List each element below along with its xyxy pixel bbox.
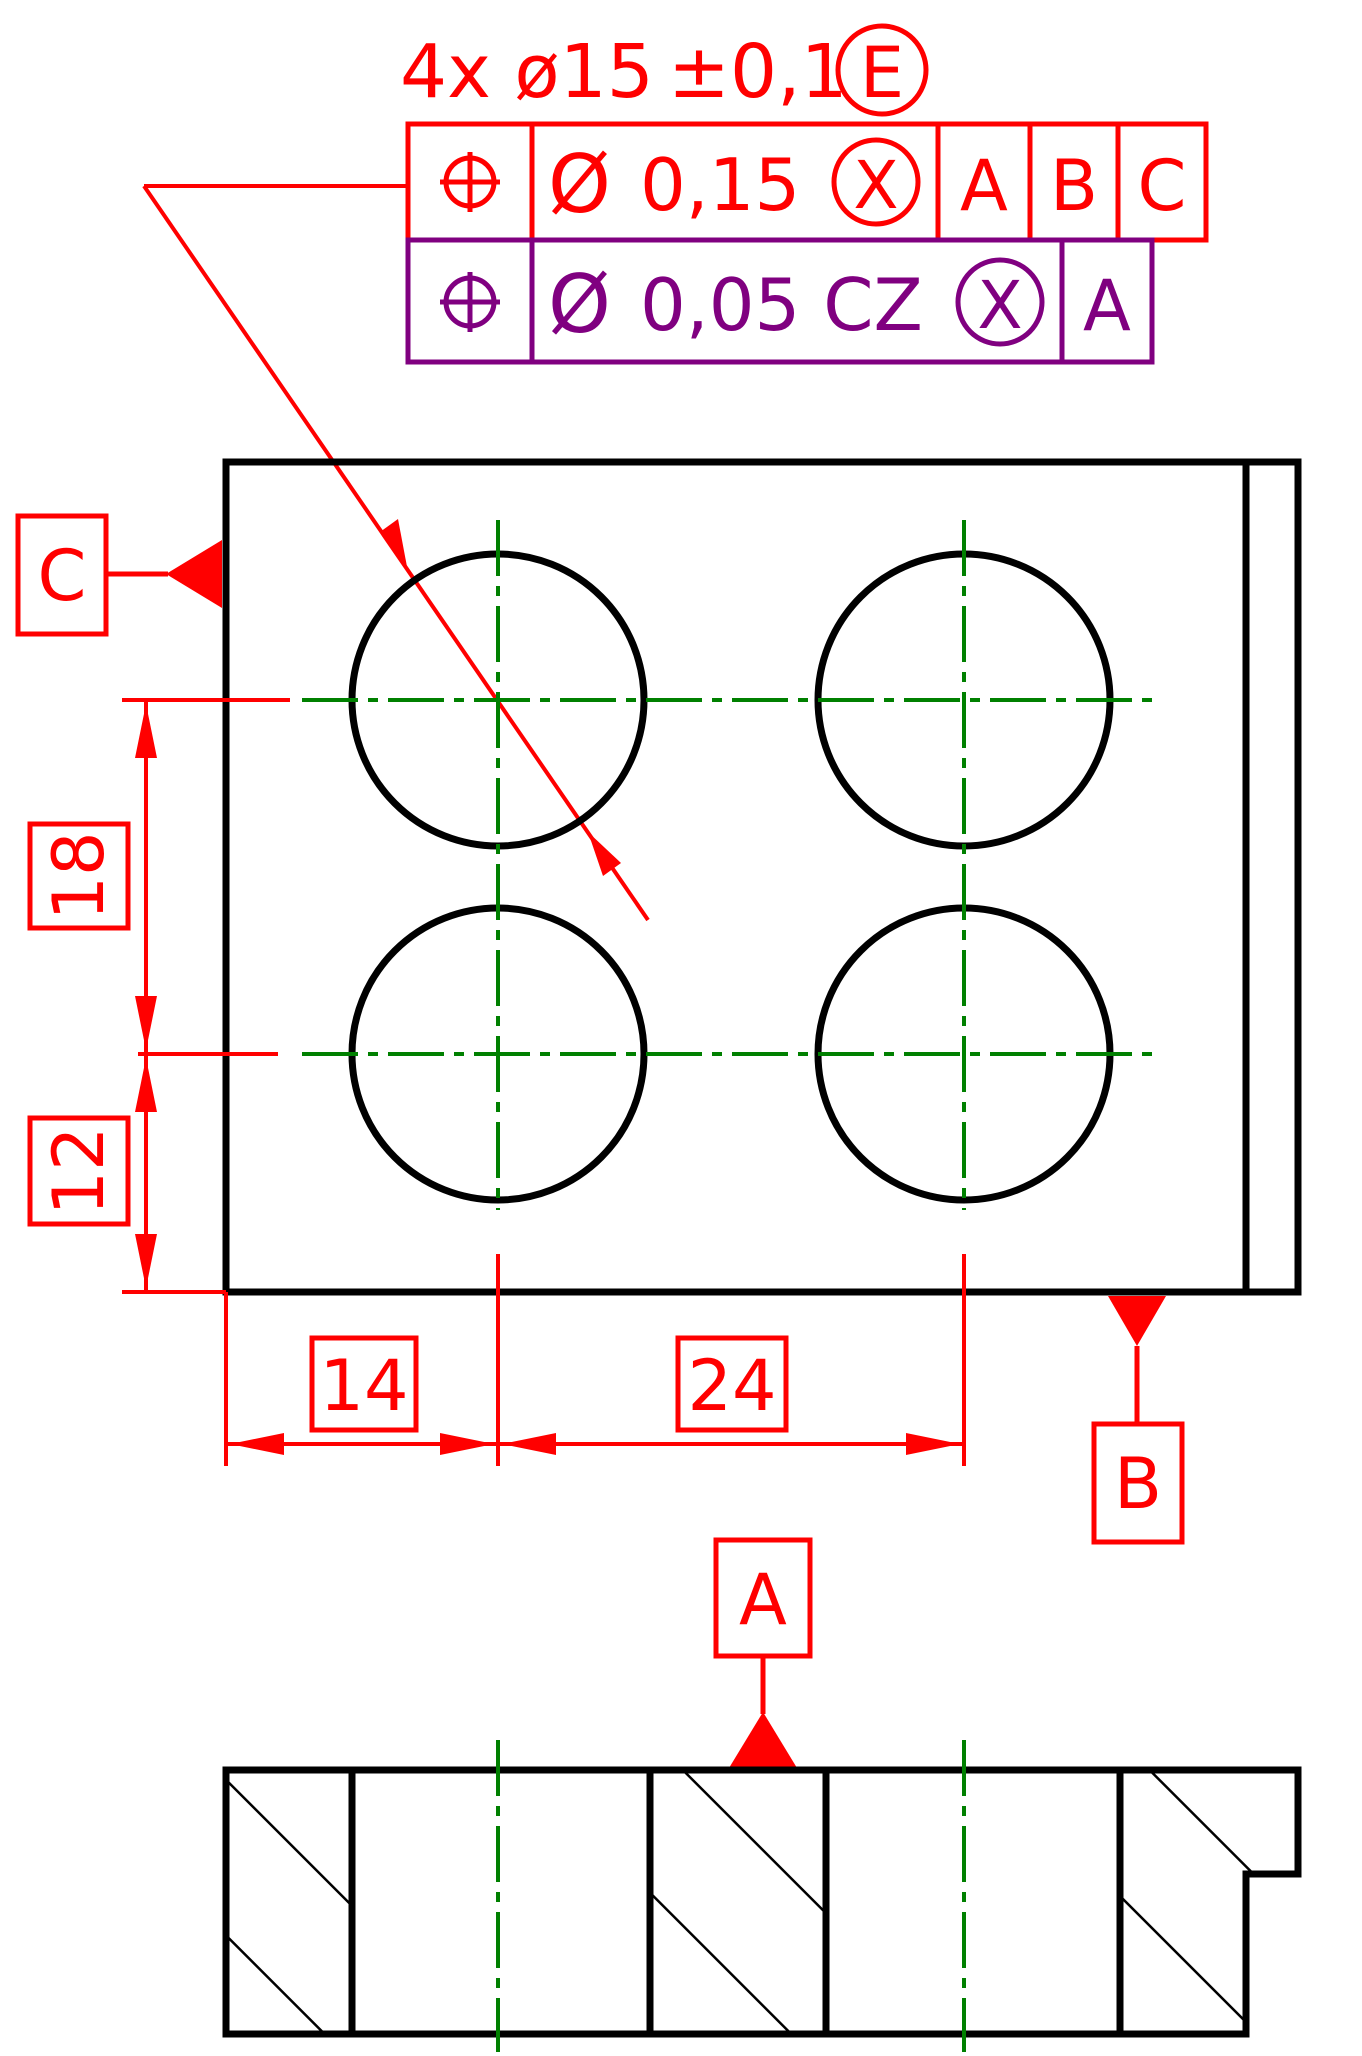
feature-control-frame-secondary: Ø 0,05 CZ X A bbox=[405, 237, 1155, 365]
dim-12-value: 12 bbox=[38, 1126, 120, 1215]
section-hatch-middle bbox=[650, 1770, 826, 2034]
mmc-modifier-circle bbox=[831, 137, 921, 227]
dim-12-arrow-bottom bbox=[135, 1234, 157, 1288]
dim-12-arrow-top bbox=[135, 1058, 157, 1112]
datum-ref-b: B bbox=[1050, 145, 1098, 227]
datum-c-letter: C bbox=[38, 535, 87, 617]
datum-c-symbol: C bbox=[15, 513, 222, 637]
tolerance-value: 0,05 CZ bbox=[640, 263, 923, 347]
section-centerlines bbox=[496, 1740, 966, 2052]
dim-14-arrow-left bbox=[230, 1433, 284, 1455]
section-outline bbox=[222, 1766, 1302, 2038]
dim-18-arrow-top bbox=[135, 704, 157, 758]
mmc-modifier-letter: X bbox=[977, 267, 1022, 344]
tolerance-value: 0,15 bbox=[640, 143, 800, 227]
datum-b-box bbox=[1091, 1421, 1185, 1545]
datum-ref-a: A bbox=[1083, 265, 1131, 347]
horizontal-dimensions bbox=[224, 1254, 966, 1466]
position-icon bbox=[440, 152, 500, 212]
datum-a-symbol: A bbox=[713, 1537, 813, 1768]
dim-24-box bbox=[675, 1335, 789, 1433]
plate-outline bbox=[222, 458, 1302, 1296]
feature-control-frame-primary: Ø 0,15 X A B C bbox=[405, 121, 1209, 243]
envelope-modifier-letter: E bbox=[860, 32, 904, 114]
leader-arrowhead-upper bbox=[380, 519, 408, 572]
envelope-modifier-circle bbox=[835, 23, 929, 117]
section-hatch-right bbox=[1120, 1770, 1298, 2034]
diameter-symbol: Ø bbox=[548, 258, 611, 351]
leader-line bbox=[142, 184, 650, 922]
dim-24-arrow-right bbox=[906, 1433, 960, 1455]
section-hatch-left bbox=[226, 1770, 352, 2034]
dim-24-value: 24 bbox=[687, 1345, 776, 1427]
datum-b-symbol: B bbox=[1091, 1296, 1185, 1545]
datum-c-triangle bbox=[166, 540, 222, 608]
mmc-modifier-circle bbox=[955, 257, 1045, 347]
hole-size-tolerance: ±0,1 bbox=[668, 29, 848, 115]
datum-b-triangle bbox=[1108, 1296, 1166, 1346]
dim-18-value: 18 bbox=[38, 831, 120, 920]
datum-b-letter: B bbox=[1114, 1443, 1162, 1525]
datum-a-triangle bbox=[729, 1712, 797, 1768]
top-view bbox=[222, 458, 1302, 1296]
frame-secondary-outline bbox=[405, 237, 1155, 365]
leader-arrowhead-lower bbox=[588, 832, 621, 876]
hole-count-size: 4x ø15 bbox=[400, 29, 654, 115]
datum-a-letter: A bbox=[739, 1559, 787, 1641]
centerlines bbox=[302, 520, 1162, 1210]
mmc-modifier-letter: X bbox=[853, 147, 898, 224]
callout-line: 4x ø15 ±0,1 E bbox=[400, 23, 929, 117]
dim-18-box bbox=[27, 821, 131, 931]
dim-14-value: 14 bbox=[319, 1345, 408, 1427]
datum-ref-c: C bbox=[1138, 145, 1187, 227]
dim-14-arrow-right bbox=[440, 1433, 494, 1455]
vertical-dimensions bbox=[122, 698, 290, 1294]
dim-14-box bbox=[309, 1335, 419, 1433]
dim-12-box bbox=[27, 1115, 131, 1227]
position-icon bbox=[440, 272, 500, 332]
dim-18-arrow-bottom bbox=[135, 996, 157, 1050]
section-view bbox=[222, 1740, 1302, 2052]
dim-24-arrow-left bbox=[502, 1433, 556, 1455]
datum-ref-a: A bbox=[960, 145, 1008, 227]
diameter-symbol: Ø bbox=[548, 138, 611, 231]
